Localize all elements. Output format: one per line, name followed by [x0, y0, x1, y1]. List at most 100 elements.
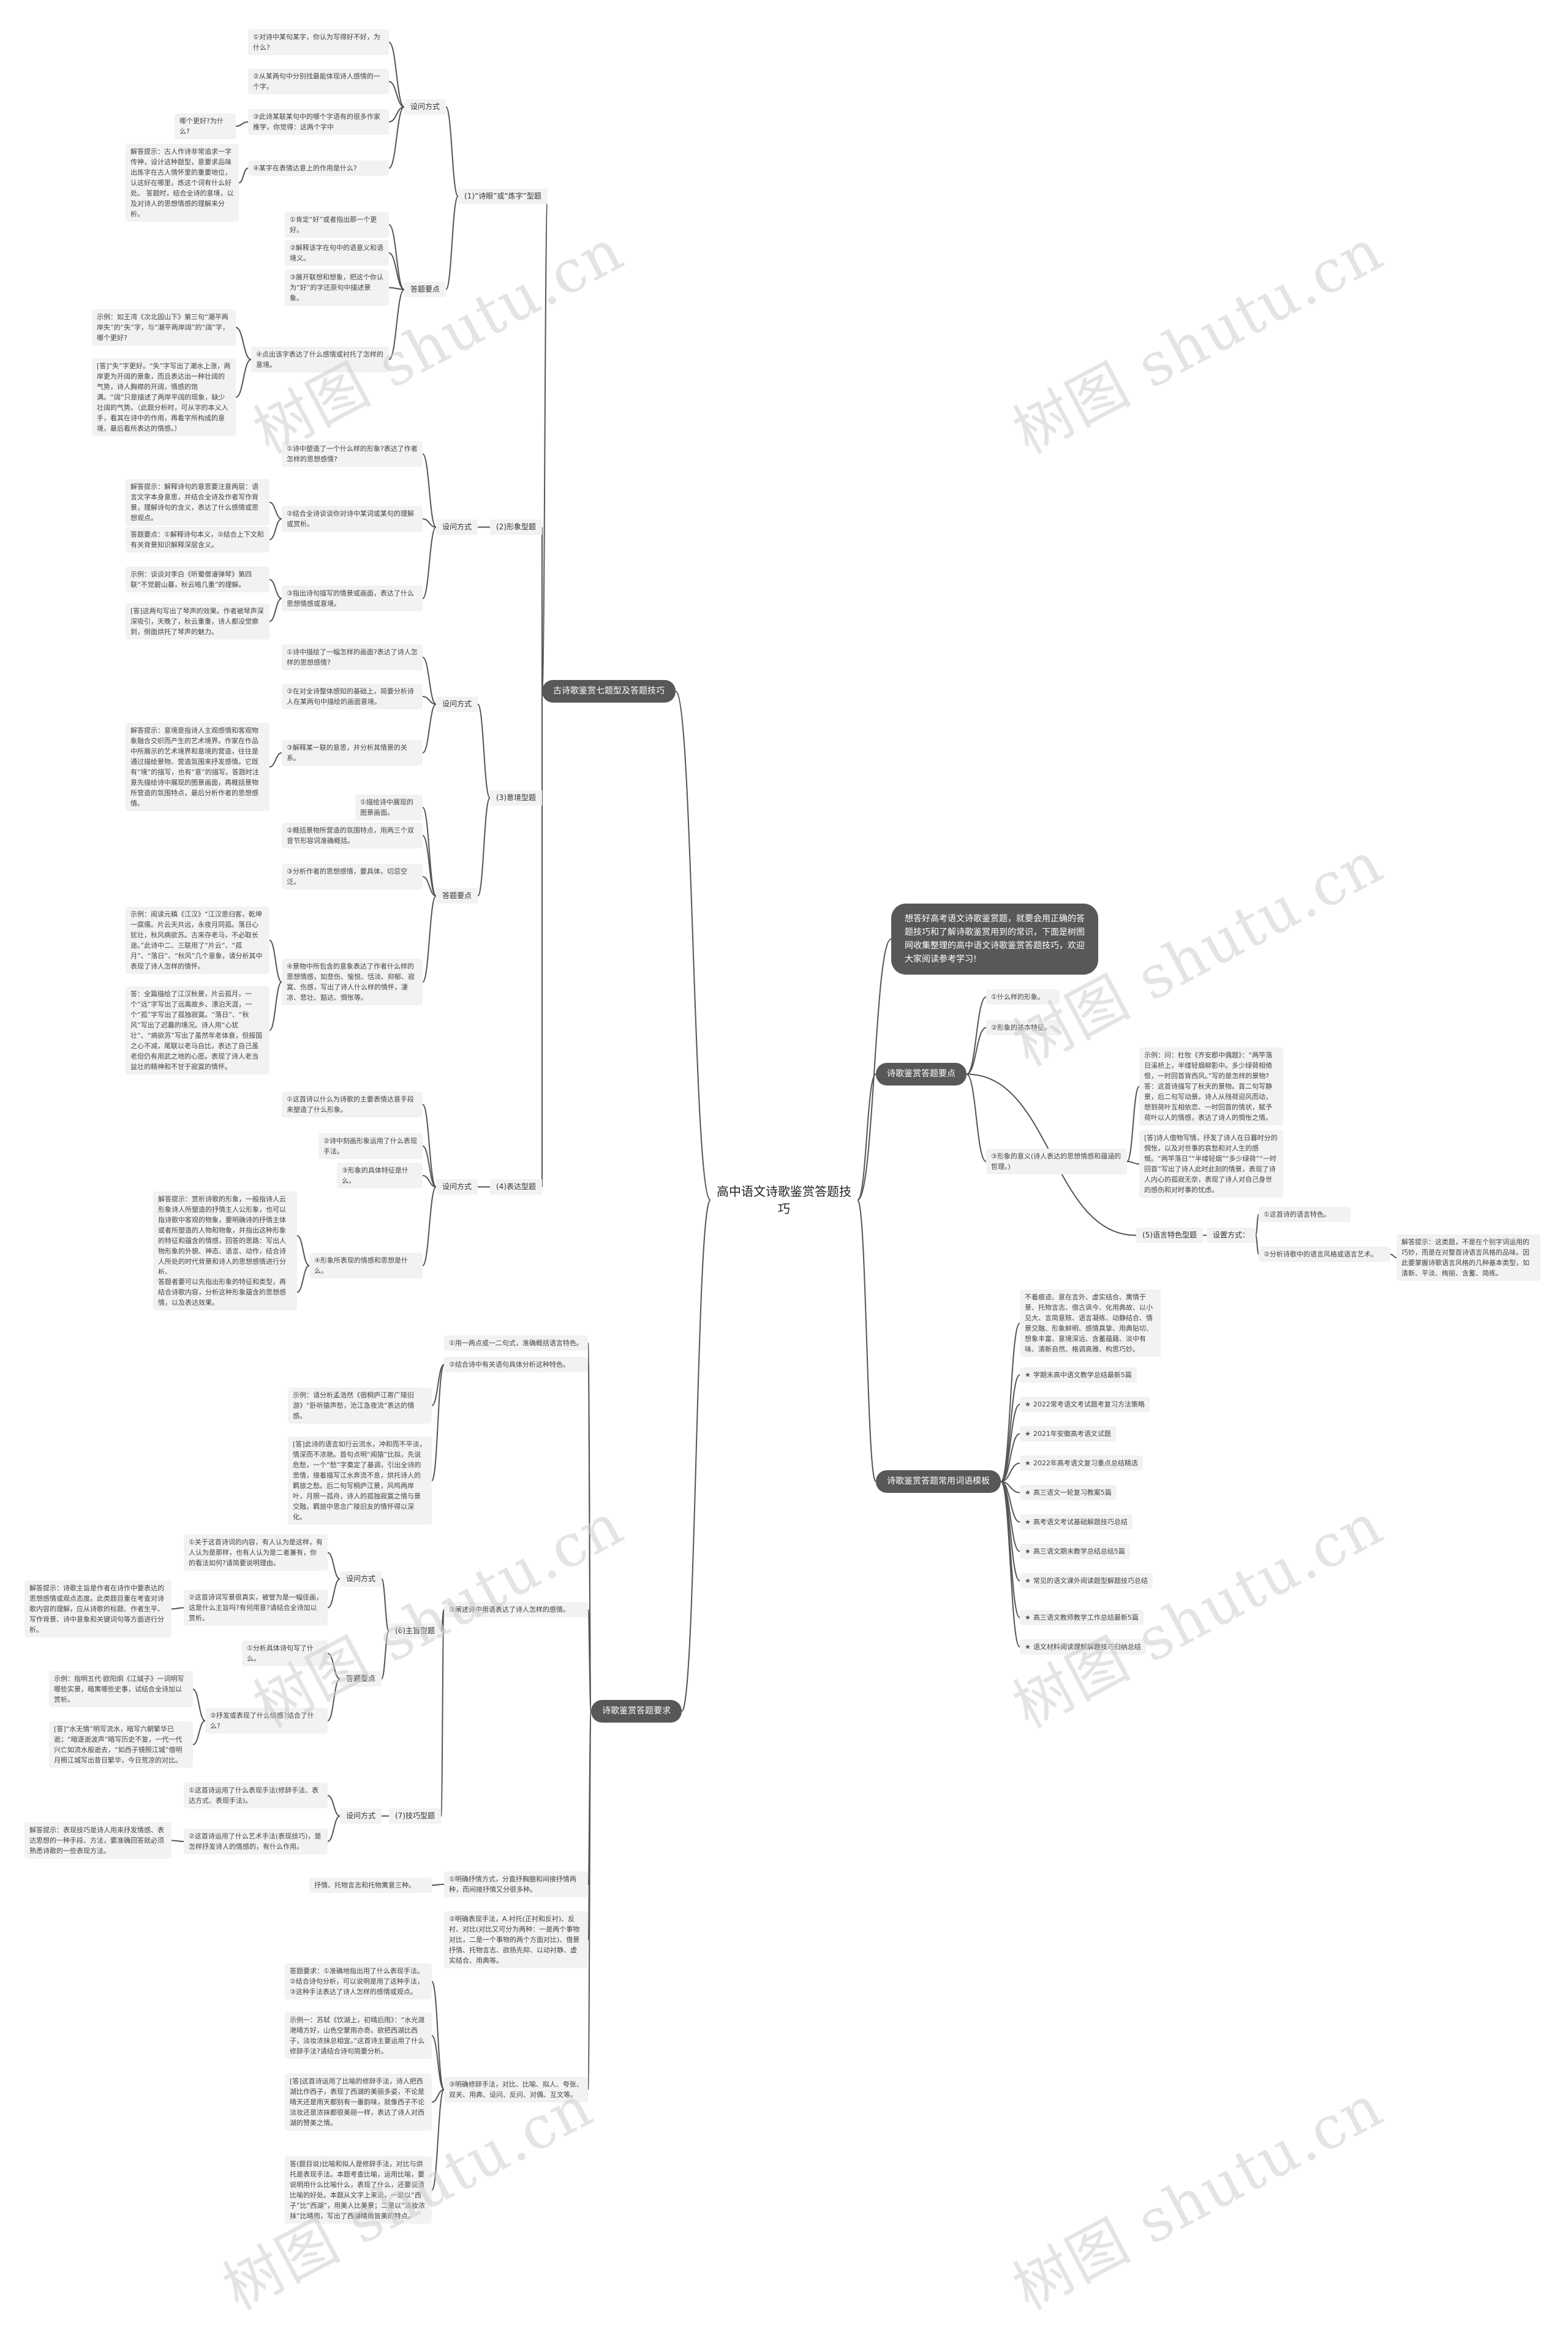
- type-3-label[interactable]: (3)意境型题: [490, 790, 542, 806]
- star-icon: ★: [1025, 1518, 1031, 1526]
- type-3-ask-label[interactable]: 设问方式: [436, 697, 478, 712]
- connector: [269, 502, 282, 519]
- connector: [192, 1688, 206, 1721]
- type-6-example-answer: [答]“水无情”明写流水，暗写六朝繁华已逝；“暗逐逝波声”暗写历史不复，一代一代…: [49, 1721, 193, 1768]
- connector: [327, 1653, 341, 1680]
- type-1-label[interactable]: (1)“诗眼”或“炼字”型题: [458, 189, 548, 204]
- point-5-hint: 解答提示：这类题，不是在个别字词运用的巧妙，而是在对整首诗语言风格的品味。因此要…: [1396, 1234, 1540, 1281]
- connector: [422, 835, 437, 897]
- require-4-side: 抒情、托物言志和托物寓意三种。: [309, 1878, 432, 1893]
- type-7-label[interactable]: (7)技巧型题: [389, 1808, 441, 1824]
- type-1-ask-side: 哪个更好?为什么?: [175, 113, 236, 139]
- type-6-example-question: 示例：指明五代·欧阳炯《江城子》一词明写哪些实景，暗寓哪些史事，试结合全诗加以赏…: [49, 1671, 193, 1707]
- connector: [422, 1104, 437, 1188]
- branch-common-terms[interactable]: 诗歌鉴赏答题常用词语模板: [876, 1470, 1001, 1493]
- type-2-ask-label[interactable]: 设问方式: [436, 519, 478, 535]
- link-label: 2022年高考语文复习重点总结精选: [1033, 1459, 1138, 1467]
- link-1[interactable]: ★学期末高中语文教学总结最新5篇: [1020, 1367, 1137, 1383]
- type-3-ask-1: ①诗中描绘了一幅怎样的画面?表达了诗人怎样的思想感情?: [282, 644, 423, 670]
- connector: [440, 1609, 445, 1817]
- connector: [269, 598, 282, 622]
- connector: [422, 1146, 437, 1188]
- connector: [431, 1980, 445, 2090]
- type-6-key-label[interactable]: 答题要点: [340, 1671, 382, 1686]
- connector: [422, 807, 437, 897]
- type-4-note: 答题者要可以先指出形象的特征和类型，再结合诗歌内容，分析这种形象蕴含的思想感情，…: [153, 1274, 297, 1310]
- connector: [422, 657, 437, 705]
- star-icon: ★: [1025, 1430, 1031, 1438]
- connector: [966, 1073, 987, 1162]
- star-icon: ★: [1025, 1577, 1031, 1585]
- type-4-hint: 解答提示：赏析诗歌的形象，一般指诗人云形象诗人所塑造的抒情主人公形象，也可以指诗…: [153, 1191, 297, 1280]
- require-5: ②明确表现手法，A.衬托(正衬和反衬)、反衬、对比(对比又可分为两种：一是两个事…: [444, 1911, 588, 1968]
- connector: [381, 1630, 390, 1680]
- type-3-key-label[interactable]: 答题要点: [436, 888, 478, 904]
- connector: [192, 1720, 206, 1745]
- mindmap: 高中语文诗歌鉴赏答题技巧 想答好高考语文诗歌鉴赏题，就要会用正确的答题技巧和了解…: [24, 29, 1540, 2323]
- type-1-key-label[interactable]: 答题要点: [404, 282, 447, 297]
- type-1-ask-hint: 解答提示：古人作诗非常追求一字传神，设计这种题型，意要求品味出炼字在古人情怀里的…: [126, 144, 239, 222]
- link-10[interactable]: ★语文材料阅读理解解题技巧归纳总结: [1020, 1639, 1146, 1655]
- link-9[interactable]: ★高三语文教师教学工作总结最新5篇: [1020, 1610, 1144, 1625]
- type-1-ask-label[interactable]: 设问方式: [404, 99, 447, 115]
- connector: [1390, 1253, 1397, 1258]
- type-6-label[interactable]: (6)主旨型题: [389, 1623, 441, 1639]
- require-6: ③明确修辞手法，对比、比喻、拟人、夸张、双关、用典、设问、反问、对偶、互文等。: [444, 2077, 588, 2102]
- type-1-example-question: 示例：如王湾《次北固山下》第三句“潮平两岸失”的“失”字，与“潮平两岸阔”的“阔…: [92, 309, 236, 346]
- terms-list: 不着痕迹、意在言外、虚实结合、寓情于景、托物言志、借古讽今、化用典故、以小见大、…: [1020, 1289, 1161, 1357]
- star-icon: ★: [1025, 1371, 1031, 1379]
- type-3-key-4: ④景物中所包含的意象表达了作者什么样的思想情感，如悲伤、愉悦、恬淡、抑郁、寂寞、…: [282, 959, 423, 1005]
- branch-answer-points[interactable]: 诗歌鉴赏答题要点: [876, 1063, 967, 1086]
- link-2[interactable]: ★2022常考语文考试题考复习方法策略: [1020, 1397, 1150, 1412]
- connector: [388, 42, 405, 108]
- point-5-ask-2: ②分析诗歌中的语言风格或语言艺术。: [1259, 1247, 1390, 1262]
- point-5-label[interactable]: (5)语言特色型题: [1136, 1228, 1203, 1243]
- connector: [966, 996, 987, 1075]
- link-5[interactable]: ★高三语文一轮复习教案5篇: [1020, 1485, 1117, 1500]
- connector: [587, 1609, 592, 1712]
- connector: [422, 1175, 437, 1188]
- point-5-ask-label[interactable]: 设置方式：: [1207, 1228, 1256, 1243]
- link-4[interactable]: ★2022年高考语文复习重点总结精选: [1020, 1456, 1143, 1471]
- connector: [431, 2035, 445, 2090]
- type-7-ask-label[interactable]: 设问方式: [340, 1808, 382, 1824]
- intro-summary[interactable]: 想答好高考语文诗歌鉴赏题，就要会用正确的答题技巧和了解诗歌鉴赏用到的常识，下面是…: [891, 904, 1098, 975]
- star-icon: ★: [1025, 1643, 1031, 1651]
- point-2: ②形象的基本特征。: [986, 1020, 1060, 1035]
- connector: [681, 1199, 711, 1712]
- type-6-hint: 解答提示：诗歌主旨是作者在诗作中要表达的思想感情或观点态度。此类题目重在考查对诗…: [24, 1580, 172, 1637]
- connector: [431, 1884, 445, 1886]
- link-7[interactable]: ★高三语文期末教学总结总结5篇: [1020, 1544, 1130, 1559]
- connector: [587, 1710, 592, 2090]
- type-6-ask-label[interactable]: 设问方式: [340, 1571, 382, 1587]
- type-1-ask-2: ②从某两句中分别找最能体现诗人感情的一个字。: [248, 69, 389, 94]
- root-topic[interactable]: 高中语文诗歌鉴赏答题技巧: [710, 1179, 858, 1221]
- type-4-label[interactable]: (4)表达型题: [490, 1179, 542, 1195]
- connector: [431, 1364, 445, 1407]
- type-6-key-1: ①分析具体诗句写了什么。: [242, 1641, 328, 1666]
- type-1-ask-4: ④某字在表情达意上的作用是什么?: [248, 160, 389, 176]
- connector: [388, 289, 405, 360]
- connector: [966, 1027, 987, 1075]
- type-2-label[interactable]: (2)形象型题: [490, 519, 542, 535]
- connector: [269, 579, 282, 599]
- link-3[interactable]: ★2021年安徽高考语文试题: [1020, 1426, 1116, 1441]
- link-label: 学期末高中语文教学总结最新5篇: [1033, 1371, 1132, 1379]
- connector: [431, 2089, 445, 2103]
- type-4-ask-label[interactable]: 设问方式: [436, 1179, 478, 1195]
- connector: [171, 1607, 184, 1610]
- branch-seven-types[interactable]: 古诗歌鉴赏七题型及答题技巧: [542, 680, 676, 703]
- star-icon: ★: [1025, 1459, 1031, 1467]
- link-6[interactable]: ★高考语文考试基础解题技巧总结: [1020, 1514, 1133, 1530]
- require-6-example-1: 示例一：苏轼《饮湖上，初晴后雨》：“水光潋滟晴方好，山色空蒙雨亦奇。欲把西湖比西…: [285, 2012, 432, 2059]
- connector: [422, 696, 437, 705]
- branch-answer-requirements[interactable]: 诗歌鉴赏答题要求: [591, 1700, 682, 1723]
- type-4-ask-2: ②诗中刻画形象运用了什么表现手法。: [318, 1133, 423, 1159]
- link-8[interactable]: ★常见的语文课外阅读题型解题技巧总结: [1020, 1573, 1153, 1588]
- star-icon: ★: [1025, 1547, 1031, 1555]
- require-6-example-3: 答(题目说)比喻和拟人是修辞手法，对比与烘托是表现手法。本题考查比喻，运用比喻，…: [285, 2156, 432, 2224]
- connector: [675, 690, 711, 1201]
- require-example-question: 示例：请分析孟浩然《宿桐庐江寄广陵旧游》“卧听猿声愁，沧江急夜流”表达的情感。: [288, 1388, 432, 1424]
- type-2-ask-2: ②结合全诗谈谈你对诗中某词或某句的理解或赏析。: [282, 506, 423, 532]
- link-label: 高三语文教师教学工作总结最新5篇: [1033, 1614, 1139, 1622]
